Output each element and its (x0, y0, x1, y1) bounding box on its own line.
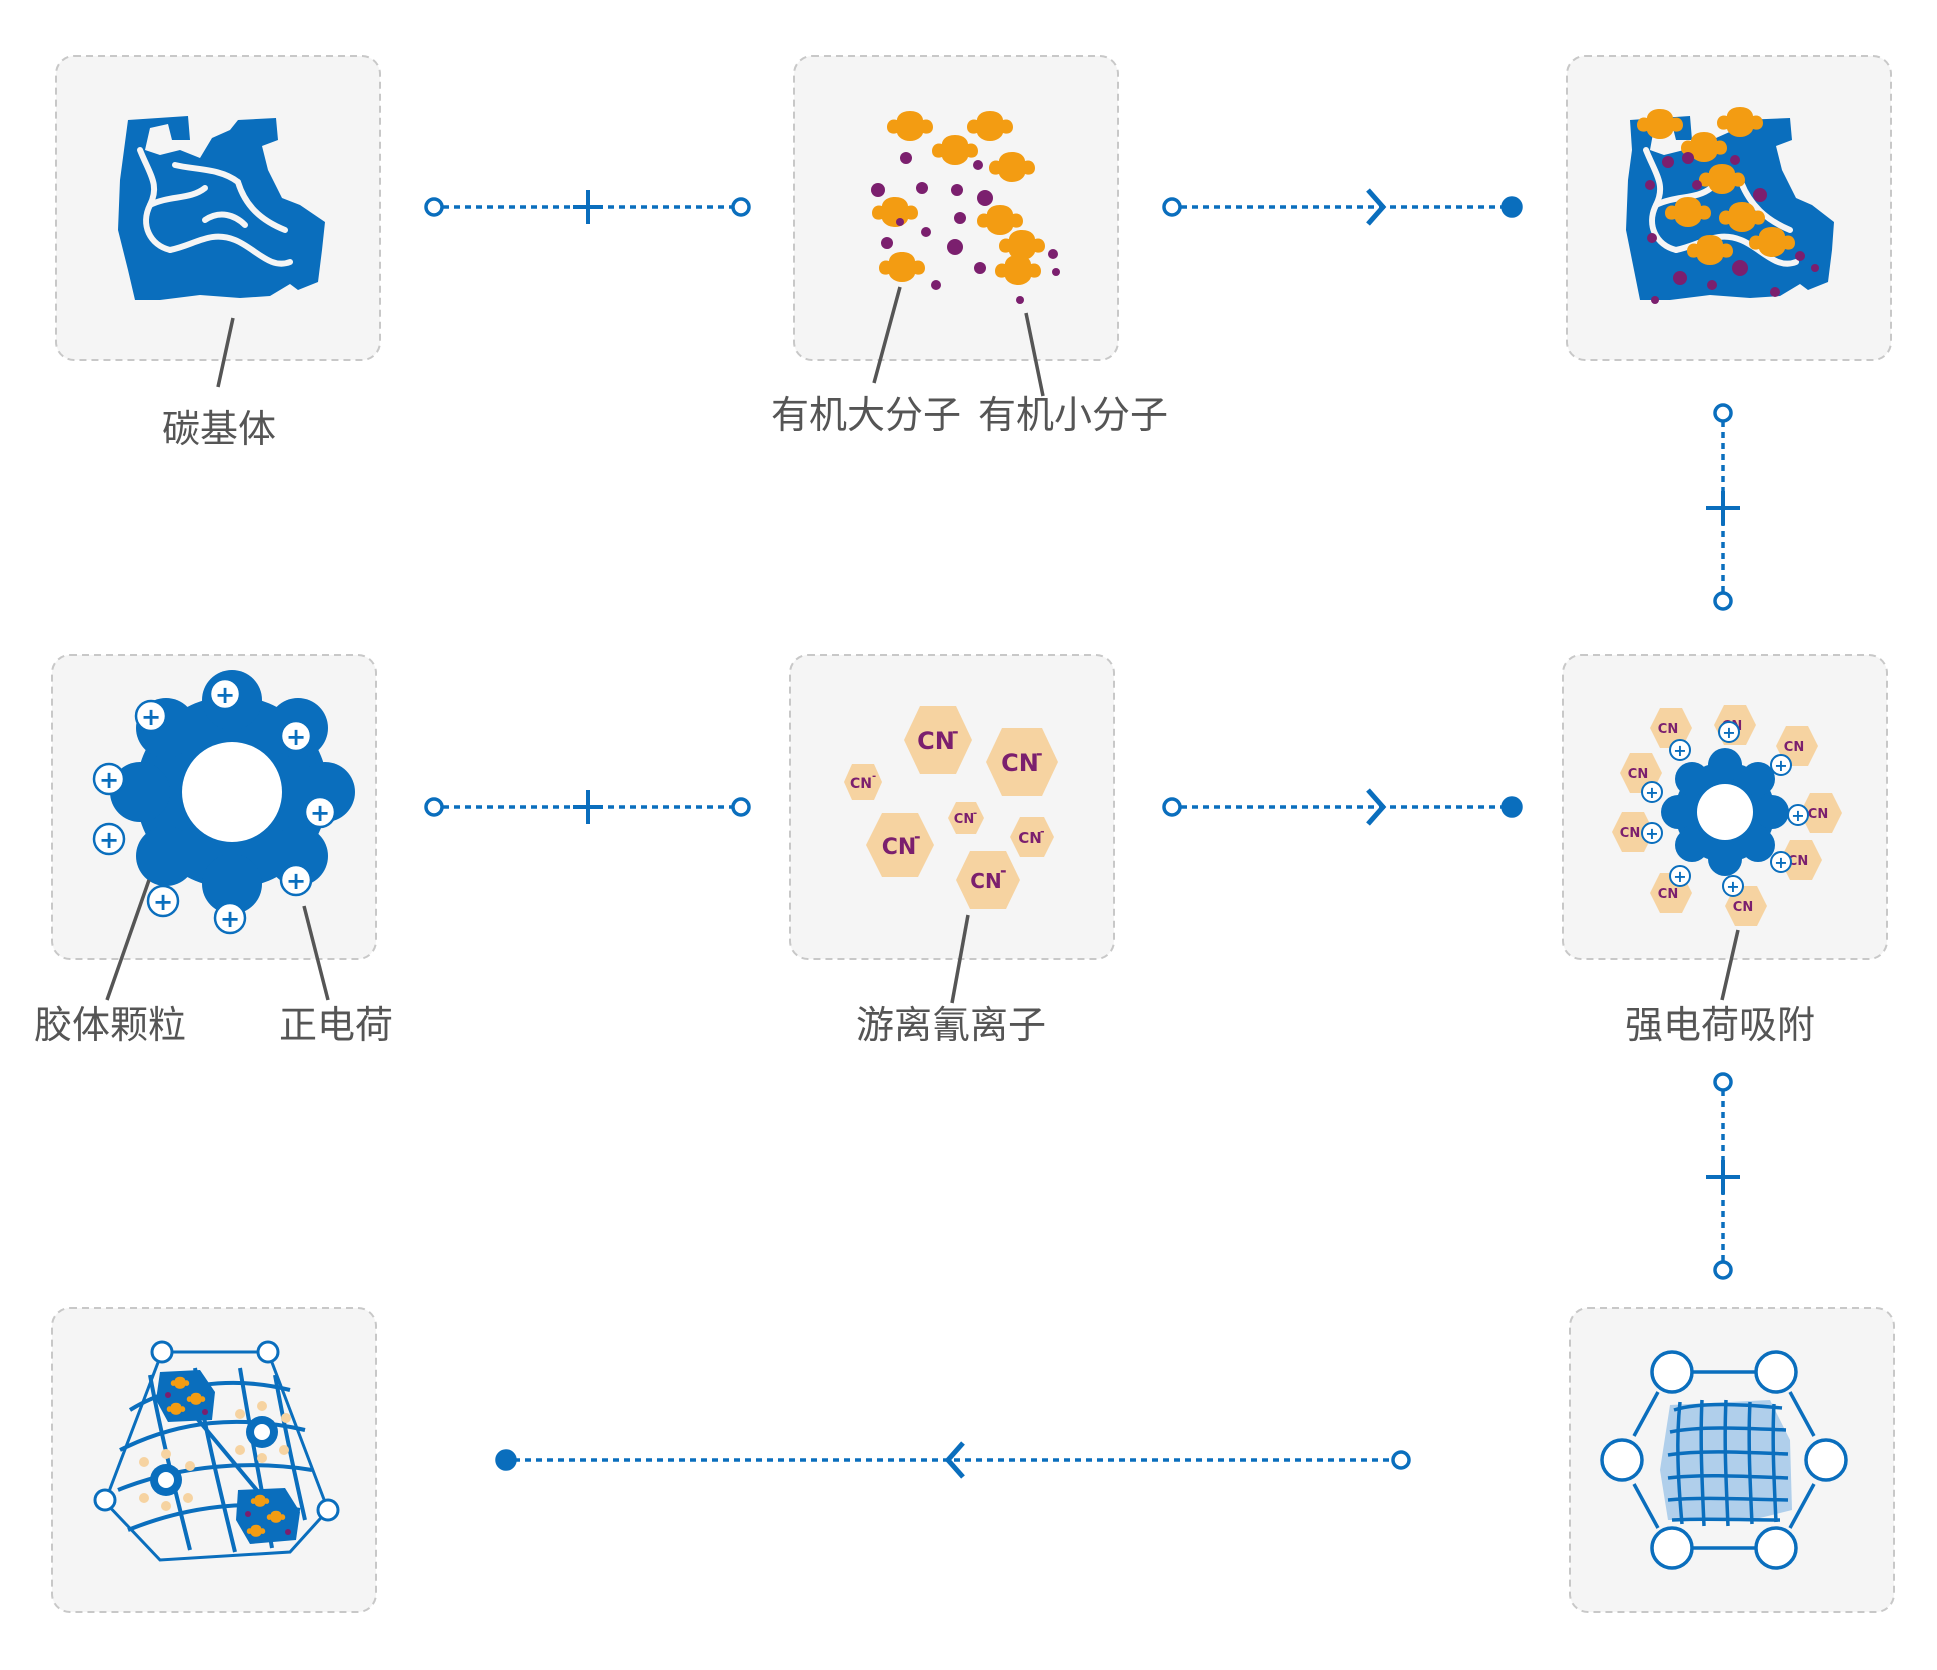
charge-7: + (153, 888, 173, 916)
svg-text:-: - (973, 808, 977, 819)
svg-text:-: - (872, 771, 876, 782)
cn-ads-3: CN (1784, 740, 1804, 755)
cn-ion-6: CN (1018, 829, 1042, 847)
organic-molecules-icon (871, 111, 1060, 304)
connector-arrow-row1 (1162, 188, 1523, 226)
charge-5: + (286, 867, 306, 895)
network-icon (1600, 1350, 1848, 1570)
connector-plus-row1 (424, 190, 751, 224)
ads-charge-8: + (1645, 824, 1658, 843)
ads-charge-6: + (1726, 877, 1739, 896)
label-strong-charge-adsorption: 强电荷吸附 (1625, 1003, 1815, 1047)
cn-ion-3: CN (850, 776, 872, 792)
connectors (424, 188, 1740, 1479)
colloid-particle-icon: + + + + + + + + + (92, 670, 355, 935)
label-organic-macromolecule: 有机大分子 (771, 393, 961, 437)
cn-ion-5: CN (882, 835, 917, 860)
cn-ion-1: CN (917, 727, 955, 755)
svg-text:-: - (914, 827, 921, 846)
organic-small-molecules (871, 152, 1060, 304)
panel-cyanide (789, 654, 1115, 960)
panel-organic-molecules (793, 55, 1119, 361)
ads-charge-2: + (1722, 723, 1735, 742)
charge-8: + (99, 826, 119, 854)
charge-1: + (141, 703, 161, 731)
svg-text:-: - (1036, 744, 1043, 763)
cn-ads-9: CN (1733, 900, 1753, 915)
adsorption-icon: CN CN CN CN CN CN CN CN CN + + (1612, 705, 1842, 926)
ads-charge-3: + (1774, 756, 1787, 775)
label-colloid-particle: 胶体颗粒 (34, 1003, 186, 1047)
charge-9: + (99, 766, 119, 794)
label-carbon-matrix: 碳基体 (162, 407, 276, 451)
charge-3: + (286, 723, 306, 751)
result-colloid-2 (139, 1449, 195, 1511)
adsorption-label-pointer (1720, 929, 1740, 1001)
positive-charges (92, 677, 337, 935)
cn-ion-4: CN (954, 812, 974, 827)
ads-charge-4: + (1791, 806, 1804, 825)
cn-ads-6: CN (1620, 826, 1640, 841)
connector-plus-vertical2 (1706, 1072, 1740, 1280)
cn-ads-4: CN (1628, 767, 1648, 782)
result-carbon-1 (156, 1370, 215, 1422)
label-free-cyanide-ion: 游离氰离子 (856, 1003, 1046, 1047)
carbon-label-pointer (216, 317, 235, 388)
carbon-matrix-icon (118, 116, 325, 300)
ads-charge-1: + (1673, 741, 1686, 760)
label-positive-charge: 正电荷 (279, 1003, 393, 1047)
charge-4: + (310, 799, 330, 827)
label-organic-small-molecule: 有机小分子 (978, 393, 1168, 437)
ads-charge-7: + (1673, 867, 1686, 886)
result-carbon-2 (236, 1488, 300, 1544)
colloid-label-pointers (105, 879, 330, 1001)
cn-ion-7: CN (970, 869, 1001, 893)
ads-charge-5: + (1774, 853, 1787, 872)
connector-arrow-row3 (495, 1441, 1411, 1479)
cn-ion-2: CN (1001, 749, 1039, 777)
cn-ads-8: CN (1658, 887, 1678, 902)
svg-text:-: - (1000, 861, 1007, 880)
carbon-with-molecules-icon (1626, 107, 1834, 304)
organic-label-pointers (872, 286, 1045, 397)
charge-2: + (215, 681, 235, 709)
result-composite-icon (93, 1340, 340, 1562)
cn-ads-5: CN (1808, 807, 1828, 822)
connector-arrow-row2 (1162, 788, 1523, 826)
charge-6: + (220, 905, 240, 933)
connector-plus-row2 (424, 790, 751, 824)
cyanide-ions-icon: CN CN CN CN CN CN CN - - - - - - - (844, 706, 1058, 909)
cyanide-label-pointer (950, 914, 970, 1004)
result-colloid-1 (235, 1401, 291, 1463)
ads-charge-9: + (1645, 783, 1658, 802)
cn-ads-2: CN (1658, 722, 1678, 737)
connector-plus-vertical1 (1706, 403, 1740, 611)
svg-text:-: - (1040, 825, 1045, 838)
svg-text:-: - (952, 722, 959, 741)
cn-ads-7: CN (1788, 854, 1808, 869)
